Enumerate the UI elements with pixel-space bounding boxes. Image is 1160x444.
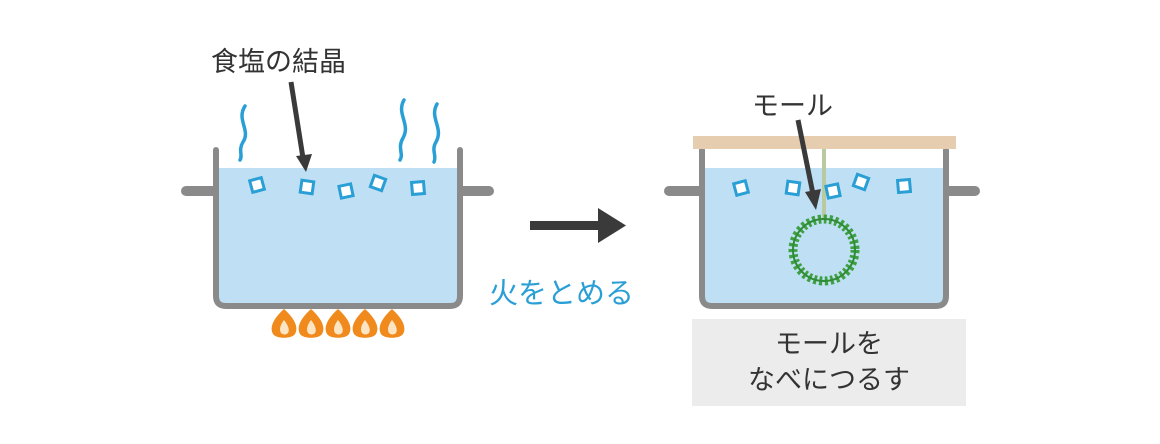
crystal-icon [298,178,316,196]
flame-icon [271,309,297,338]
left-pot-body [213,147,463,309]
flames [271,309,405,338]
center-arrow-shaft [530,221,602,230]
left-pot-right-handle [456,186,494,196]
instruction-line-1: モールを [775,328,883,360]
salt-crystal-label: 食塩の結晶 [211,47,346,78]
flame-icon [352,309,378,338]
stop-heat-label: 火をとめる [489,276,635,310]
left-crystals [247,173,427,200]
right-pointer-arrow [795,119,821,210]
steam-group [238,98,441,164]
flame-icon [325,309,351,338]
left-pot-left-handle [181,186,219,196]
crystal-icon [731,178,751,198]
crystal-icon [337,182,355,200]
right-crystals [731,172,913,200]
right-pointer-shaft [795,119,816,195]
flame-icon [298,309,324,338]
steam-icon [398,98,408,162]
left-pointer-head [296,154,312,172]
crystal-icon [247,175,267,195]
crystal-icon [851,172,871,192]
crystal-icon [409,179,427,197]
arrow-icon [530,208,626,243]
right-pot-left-handle [664,186,704,196]
left-pointer-arrow [288,81,312,172]
right-pointer-head [805,189,821,210]
instruction-box: モールを なべにつるす [692,319,966,406]
pipe-cleaner-icon [788,214,860,286]
steam-icon [432,102,441,164]
pipe-cleaner-core [792,218,856,282]
crystal-icon [784,179,802,197]
crystal-icon [895,177,913,195]
center-arrow-head [598,208,626,243]
right-pot-body [699,147,949,309]
wooden-stick [693,136,956,149]
flame-icon [379,309,405,338]
crystal-icon [824,182,842,200]
left-pot [181,147,494,309]
steam-icon [238,104,248,162]
instruction-line-2: なべにつるす [748,364,910,396]
left-pointer-shaft [288,81,306,159]
crystal-icon [368,173,388,193]
right-pot-right-handle [942,186,980,196]
mole-label: モール [752,91,833,122]
